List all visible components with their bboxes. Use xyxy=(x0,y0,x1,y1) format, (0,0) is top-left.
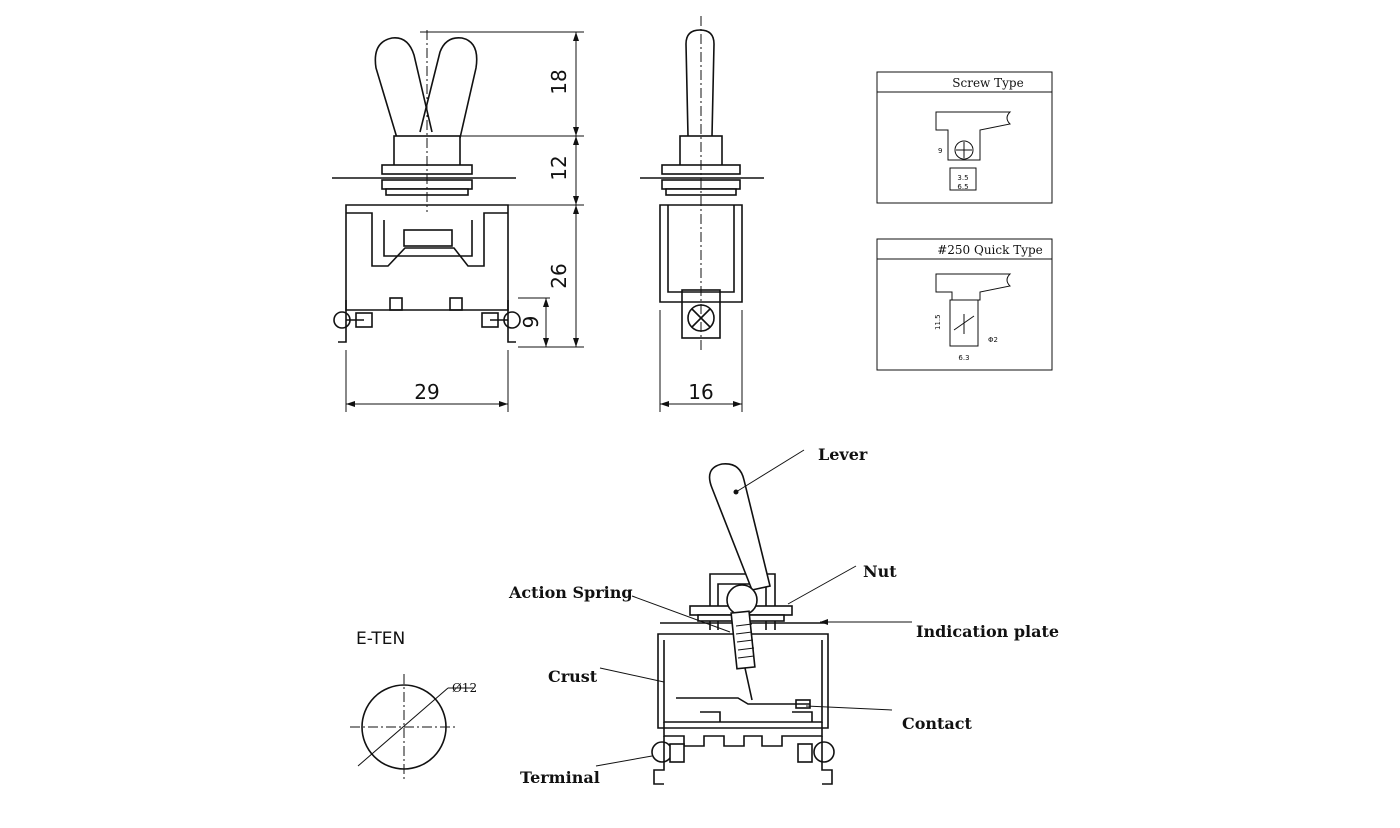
cutout-label: E-TEN xyxy=(356,629,405,649)
screw-type-detail: Screw Type 9 3.5 6.5 xyxy=(876,71,1053,204)
dim-body-height: 26 xyxy=(547,263,571,288)
label-action-spring: Action Spring xyxy=(508,583,633,602)
screw-dim-inner: 3.5 xyxy=(957,174,968,182)
dim-bushing-height: 12 xyxy=(547,155,571,180)
label-nut: Nut xyxy=(863,562,897,581)
screw-dim-outer: 6.5 xyxy=(957,183,968,191)
label-crust: Crust xyxy=(548,667,598,686)
quick-type-title: #250 Quick Type xyxy=(937,243,1043,257)
quick-dim-height: 11.5 xyxy=(934,314,942,330)
dim-lever-height: 18 xyxy=(547,69,571,94)
label-contact: Contact xyxy=(902,714,973,733)
quick-dim-hole: Φ2 xyxy=(988,336,998,344)
label-terminal: Terminal xyxy=(520,768,600,787)
screw-dim-height: 9 xyxy=(938,147,942,155)
dim-terminal-height: 9 xyxy=(519,316,543,329)
label-lever: Lever xyxy=(818,445,868,464)
side-view: 16 xyxy=(640,16,764,412)
cross-section: Lever Nut Action Spring Indication plate… xyxy=(508,445,1059,787)
cutout-diameter: Ø12 xyxy=(452,681,477,695)
screw-type-title: Screw Type xyxy=(952,76,1023,90)
label-indication-plate: Indication plate xyxy=(916,622,1059,641)
quick-dim-width: 6.3 xyxy=(958,354,969,362)
quick-type-detail: #250 Quick Type 11.5 Φ2 6.3 xyxy=(876,238,1053,371)
dim-side-width: 16 xyxy=(688,380,713,404)
front-view: 18 12 26 9 29 xyxy=(332,30,584,412)
dim-front-width: 29 xyxy=(414,380,439,404)
panel-cutout: E-TEN Ø12 xyxy=(350,629,477,780)
